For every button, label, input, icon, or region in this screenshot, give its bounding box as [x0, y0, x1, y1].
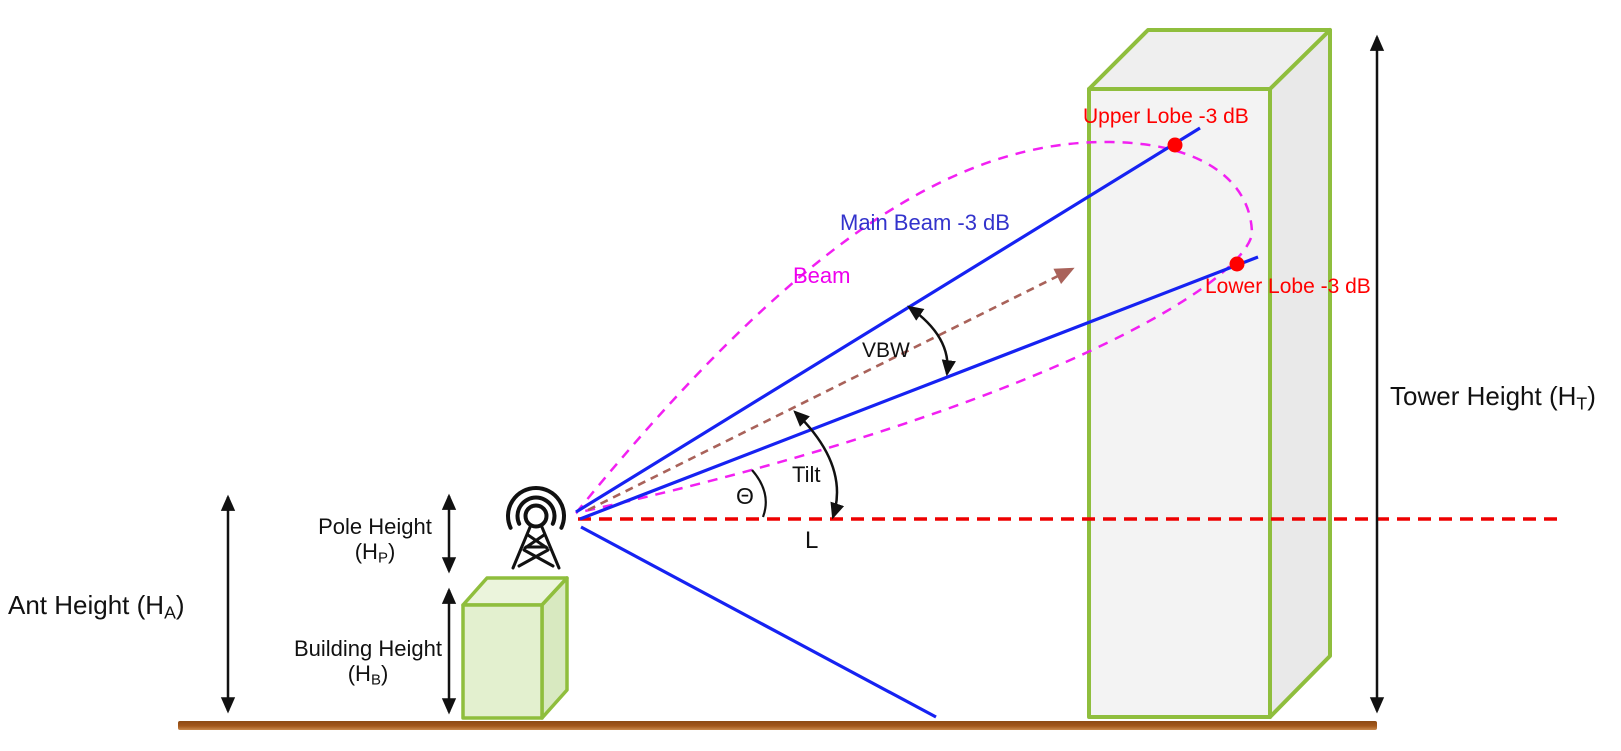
upper-lobe-dot [1167, 137, 1183, 153]
tilt-label: Tilt [792, 462, 821, 487]
lower-lobe-dot [1229, 256, 1245, 272]
ant-height-label: Ant Height (HA) [8, 590, 185, 623]
beam-lobe-outline [575, 140, 1254, 515]
theta-label: Θ [736, 483, 754, 509]
distance-label: L [805, 527, 819, 554]
building-height-label: Building Height (HB) [294, 636, 442, 690]
antenna-wave-inner [515, 495, 557, 526]
tower-building [1087, 28, 1332, 719]
main-beam-label: Main Beam -3 dB [840, 210, 1010, 235]
vbw-label: VBW [862, 339, 910, 362]
tower-front [1087, 87, 1272, 719]
pole-height-label: Pole Height (HP) [318, 514, 432, 568]
ground-line [178, 721, 1377, 730]
tilt-angle-arrow [793, 410, 845, 520]
beam-axis-arrow [587, 267, 1075, 512]
upper-lobe-label: Upper Lobe -3 dB [1083, 105, 1249, 128]
small-building-front [461, 603, 544, 720]
theta-angle-arc [751, 469, 767, 518]
small-building [461, 576, 569, 720]
beam-lower-edge-line [579, 255, 1259, 521]
small-building-side [540, 576, 569, 720]
antenna-wave-outer [506, 486, 566, 530]
antenna-mast [511, 524, 561, 570]
antenna-head [523, 503, 549, 529]
antenna-icon [506, 486, 566, 570]
tower-side [1268, 28, 1332, 719]
lower-lobe-label: Lower Lobe -3 dB [1205, 275, 1371, 298]
beam-below-horizon-line [580, 525, 937, 719]
beam-label: Beam [793, 263, 851, 288]
vbw-angle-arrow [907, 305, 956, 377]
tower-height-label: Tower Height (HT) [1390, 381, 1596, 414]
beam-upper-edge-line [575, 126, 1201, 514]
